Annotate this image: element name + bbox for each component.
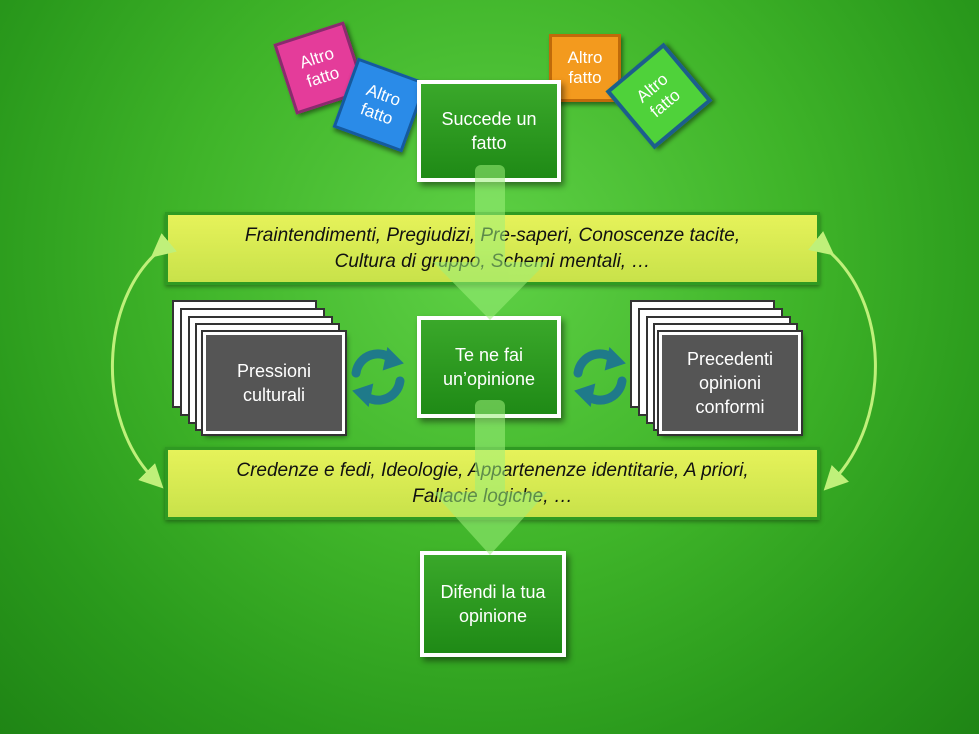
opinion-box-text: Te ne fai un’opinione bbox=[442, 344, 536, 389]
sticky-note-orange: Altro fatto bbox=[549, 34, 621, 102]
left-refresh-cycle-icon bbox=[351, 346, 405, 408]
sticky-note-orange-text: Altro fatto bbox=[567, 47, 603, 87]
defend-box: Difendi la tua opinione bbox=[420, 551, 566, 657]
down-arrow-2 bbox=[433, 400, 547, 555]
right-curved-double-arrow bbox=[808, 231, 877, 491]
fact-box-text: Succede un fatto bbox=[441, 108, 537, 153]
left-stack-front: Pressioni culturali bbox=[201, 330, 347, 436]
right-stack-front: Precedenti opinioni conformi bbox=[657, 330, 803, 436]
right-stack-text: Precedenti opinioni conformi bbox=[686, 348, 774, 418]
down-arrow-1 bbox=[433, 165, 547, 320]
fact-box: Succede un fatto bbox=[417, 80, 561, 182]
left-curved-double-arrow bbox=[110, 233, 177, 489]
right-refresh-cycle-icon bbox=[573, 346, 627, 408]
left-stack-text: Pressioni culturali bbox=[236, 360, 312, 405]
defend-box-text: Difendi la tua opinione bbox=[440, 581, 546, 626]
